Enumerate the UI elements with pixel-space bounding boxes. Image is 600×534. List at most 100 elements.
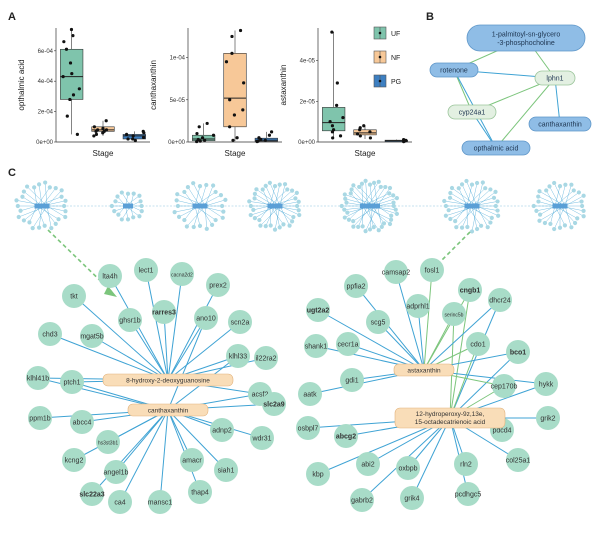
cluster-node (371, 180, 377, 185)
gene-node-thap4 (188, 480, 212, 504)
cluster-node (579, 199, 584, 204)
data-point (224, 60, 229, 64)
cluster-node (220, 215, 225, 220)
gene-node-cdo1 (466, 332, 490, 356)
cluster-node (258, 223, 263, 228)
cluster-node (63, 214, 68, 220)
cluster-node (277, 182, 282, 187)
cluster-hub (464, 203, 470, 209)
gene-node-lect1 (134, 258, 158, 282)
cluster-node (537, 212, 543, 217)
gene-node-ano10 (194, 306, 218, 330)
legend-label-nf: NF (391, 55, 400, 62)
gene-node-gabrb2 (350, 488, 374, 512)
cluster-node (580, 203, 585, 209)
edge-slc22a3 (91, 409, 169, 495)
gene-node-gdi1 (340, 368, 364, 392)
cluster-node (442, 198, 447, 204)
cluster-edge (279, 205, 300, 216)
cluster-edge (458, 188, 468, 207)
edge-ugt2a2 (317, 309, 425, 371)
cluster-edge (260, 205, 281, 226)
cluster-node (125, 191, 131, 196)
cluster-4 (339, 178, 399, 234)
cluster-node (254, 187, 259, 192)
cluster-node (557, 225, 563, 230)
gene-node-fosl1 (420, 258, 444, 282)
cluster-edge (367, 205, 391, 225)
cluster-2 (172, 181, 228, 231)
node-label-line: cyp24a1 (459, 110, 486, 117)
edge-chd3 (49, 333, 169, 381)
cluster-node (21, 189, 27, 194)
cluster-node (27, 220, 32, 225)
cluster-node (446, 208, 451, 213)
cluster-edge (471, 205, 478, 230)
panel-b-network: 1-palmitoyl-sn-glycero-3-phosphocholiner… (429, 24, 592, 156)
cluster-node (109, 203, 114, 209)
hub-label-1: 12-hydroperoxy-9z,13e,15-octadecatrienoi… (415, 411, 486, 426)
cluster-node (491, 195, 497, 200)
cluster-node (387, 191, 392, 196)
edge-camsap2 (395, 271, 425, 371)
cluster-node (30, 225, 35, 231)
panel-label-a: A (8, 11, 16, 23)
y-tick-label: 4e-04 (38, 79, 54, 85)
gene-node-mgat5b (80, 324, 104, 348)
cluster-edge (369, 184, 373, 207)
edge-cacna2d2 (167, 273, 183, 381)
cluster-node (137, 193, 142, 198)
cluster-edge (448, 205, 468, 211)
cluster-node (469, 182, 475, 187)
cluster-node (113, 199, 118, 204)
data-point (198, 139, 202, 143)
gene-node-abi2 (356, 452, 380, 476)
gene-label-slc22a3: slc22a3 (79, 492, 104, 499)
gene-node-slc22a3 (80, 482, 104, 506)
gene-node-amacr (180, 448, 204, 472)
gene-node-klhl41b (26, 366, 50, 390)
hub-label-0: 8-hydroxy-2-deoxyguanosine (126, 378, 210, 385)
y-tick-label: 2e-04 (38, 110, 54, 116)
cluster-node (263, 183, 268, 188)
gene-node-adnp2 (210, 418, 234, 442)
gene-node-dhcr24 (488, 288, 512, 312)
y-tick-label: 6e-04 (38, 49, 54, 55)
cluster-node (293, 196, 298, 201)
cluster-edge (26, 186, 48, 207)
gene-label-hs3st3b1: hs3st3b1 (98, 441, 119, 447)
cluster-node (139, 209, 144, 214)
edge-cngb1 (449, 289, 471, 419)
cluster-node (213, 217, 218, 223)
cluster-edge (274, 205, 281, 230)
cluster-node (295, 203, 300, 209)
cluster-edge (193, 183, 206, 207)
data-point (61, 75, 65, 79)
cluster-node (351, 219, 356, 224)
data-point (94, 132, 99, 136)
zoom-arrow-left-head (104, 286, 117, 297)
gene-label-osbpl7: osbpl7 (298, 426, 319, 433)
cluster-edge (274, 205, 293, 222)
cluster-edge (265, 185, 276, 207)
cluster-edge (466, 188, 486, 207)
cluster-edge (564, 184, 572, 207)
node-n6 (461, 140, 531, 156)
node-n1 (466, 24, 586, 52)
cluster-edge (41, 187, 56, 207)
cluster-node (569, 182, 574, 187)
gene-label-amacr: amacr (182, 458, 202, 465)
cluster-hub (557, 203, 563, 209)
data-point (235, 136, 239, 140)
gene-label-pdcd4: pdcd4 (492, 428, 511, 435)
cluster-edge (564, 205, 572, 228)
cluster-node (197, 223, 203, 228)
gene-node-siah1 (214, 458, 238, 482)
cluster-edge (553, 182, 566, 207)
cluster-node (542, 220, 548, 226)
cluster-node (447, 195, 453, 200)
cluster-edge (204, 205, 207, 229)
cluster-node (496, 213, 501, 218)
edge-tkt (73, 295, 169, 381)
